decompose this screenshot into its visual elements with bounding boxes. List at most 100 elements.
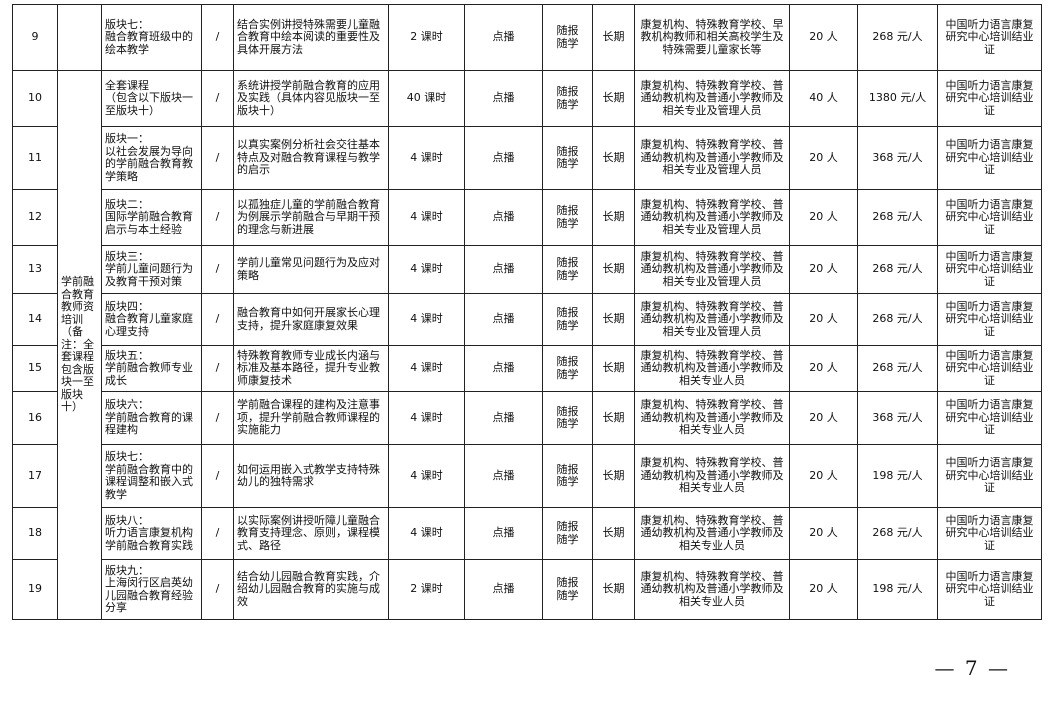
mode-cell: 点播: [464, 70, 543, 127]
quota-cell: 20 人: [789, 559, 858, 620]
quota-cell: 20 人: [789, 126, 858, 190]
hours-cell: 2 课时: [388, 559, 465, 620]
row-number-cell: 11: [12, 126, 58, 190]
row-number-cell: 15: [12, 345, 58, 392]
mode-cell: 点播: [464, 245, 543, 294]
target-cell: 康复机构、特殊教育学校、普通幼教机构及普通小学教师及相关专业及管理人员: [634, 126, 790, 190]
period-cell: 长期: [592, 4, 635, 71]
target-cell: 康复机构、特殊教育学校、普通幼教机构及普通小学教师及相关专业人员: [634, 391, 790, 445]
hours-cell: 4 课时: [388, 444, 465, 508]
hours-cell: 2 课时: [388, 4, 465, 71]
page-number: — 7 —: [934, 656, 1010, 680]
enroll-cell: 随报随学: [542, 4, 593, 71]
period-cell: 长期: [592, 189, 635, 246]
category-cell: /: [201, 559, 234, 620]
mode-cell: 点播: [464, 559, 543, 620]
content-cell: 学前融合课程的建构及注意事项，提升学前融合教师课程的实施能力: [233, 391, 389, 445]
row-number-cell: 14: [12, 293, 58, 346]
cert-cell: 中国听力语言康复研究中心培训结业证: [937, 444, 1042, 508]
module-cell: 版块四：融合教育儿童家庭心理支持: [101, 293, 202, 346]
period-cell: 长期: [592, 559, 635, 620]
enroll-cell: 随报随学: [542, 507, 593, 560]
row-number-cell: 13: [12, 245, 58, 294]
module-cell: 版块五：学前融合教师专业成长: [101, 345, 202, 392]
module-cell: 版块一：以社会发展为导向的学前融合教育教学策略: [101, 126, 202, 190]
enroll-cell: 随报随学: [542, 293, 593, 346]
period-cell: 长期: [592, 391, 635, 445]
category-cell: /: [201, 245, 234, 294]
enroll-cell: 随报随学: [542, 245, 593, 294]
mode-cell: 点播: [464, 189, 543, 246]
category-cell: /: [201, 4, 234, 71]
mode-cell: 点播: [464, 293, 543, 346]
cert-cell: 中国听力语言康复研究中心培训结业证: [937, 507, 1042, 560]
hours-cell: 4 课时: [388, 245, 465, 294]
fee-cell: 368 元/人: [857, 126, 938, 190]
cert-cell: 中国听力语言康复研究中心培训结业证: [937, 4, 1042, 71]
category-cell: /: [201, 444, 234, 508]
cert-cell: 中国听力语言康复研究中心培训结业证: [937, 245, 1042, 294]
cert-cell: 中国听力语言康复研究中心培训结业证: [937, 345, 1042, 392]
table-row: 16 版块六：学前融合教育的课程建构/学前融合课程的建构及注意事项，提升学前融合教…: [12, 391, 1042, 445]
content-cell: 以真实案例分析社会交往基本特点及对融合教育课程与教学的启示: [233, 126, 389, 190]
module-cell: 版块三：学前儿童问题行为及教育干预对策: [101, 245, 202, 294]
period-cell: 长期: [592, 293, 635, 346]
enroll-cell: 随报随学: [542, 345, 593, 392]
quota-cell: 20 人: [789, 4, 858, 71]
category-cell: /: [201, 70, 234, 127]
quota-cell: 20 人: [789, 507, 858, 560]
fee-cell: 268 元/人: [857, 4, 938, 71]
enroll-cell: 随报随学: [542, 70, 593, 127]
row-number-cell: 17: [12, 444, 58, 508]
module-cell: 全套课程（包含以下版块一至版块十）: [101, 70, 202, 127]
fee-cell: 268 元/人: [857, 345, 938, 392]
mode-cell: 点播: [464, 345, 543, 392]
hours-cell: 4 课时: [388, 293, 465, 346]
hours-cell: 40 课时: [388, 70, 465, 127]
blank-cell: [57, 4, 102, 71]
hours-cell: 4 课时: [388, 189, 465, 246]
module-cell: 版块六：学前融合教育的课程建构: [101, 391, 202, 445]
fee-cell: 198 元/人: [857, 559, 938, 620]
target-cell: 康复机构、特殊教育学校、普通幼教机构及普通小学教师及相关专业及管理人员: [634, 189, 790, 246]
target-cell: 康复机构、特殊教育学校、普通幼教机构及普通小学教师及相关专业人员: [634, 559, 790, 620]
row-number-cell: 9: [12, 4, 58, 71]
enroll-cell: 随报随学: [542, 444, 593, 508]
fee-cell: 268 元/人: [857, 189, 938, 246]
target-cell: 康复机构、特殊教育学校、普通幼教机构及普通小学教师及相关专业及管理人员: [634, 293, 790, 346]
mode-cell: 点播: [464, 444, 543, 508]
mode-cell: 点播: [464, 4, 543, 71]
fee-cell: 268 元/人: [857, 507, 938, 560]
row-number-cell: 19: [12, 559, 58, 620]
row-number-cell: 10: [12, 70, 58, 127]
module-cell: 版块二：国际学前融合教育启示与本土经验: [101, 189, 202, 246]
category-cell: /: [201, 507, 234, 560]
row-number-cell: 16: [12, 391, 58, 445]
quota-cell: 20 人: [789, 345, 858, 392]
content-cell: 特殊教育教师专业成长内涵与标准及基本路径，提升专业教师康复技术: [233, 345, 389, 392]
period-cell: 长期: [592, 345, 635, 392]
cert-cell: 中国听力语言康复研究中心培训结业证: [937, 559, 1042, 620]
category-cell: /: [201, 293, 234, 346]
quota-cell: 40 人: [789, 70, 858, 127]
content-cell: 学前儿童常见问题行为及应对策略: [233, 245, 389, 294]
row-number-cell: 12: [12, 189, 58, 246]
category-cell: /: [201, 391, 234, 445]
hours-cell: 4 课时: [388, 345, 465, 392]
period-cell: 长期: [592, 70, 635, 127]
fee-cell: 368 元/人: [857, 391, 938, 445]
cert-cell: 中国听力语言康复研究中心培训结业证: [937, 70, 1042, 127]
hours-cell: 4 课时: [388, 391, 465, 445]
quota-cell: 20 人: [789, 293, 858, 346]
quota-cell: 20 人: [789, 189, 858, 246]
period-cell: 长期: [592, 444, 635, 508]
quota-cell: 20 人: [789, 245, 858, 294]
content-cell: 以孤独症儿童的学前融合教育为例展示学前融合与早期干预的理念与新进展: [233, 189, 389, 246]
